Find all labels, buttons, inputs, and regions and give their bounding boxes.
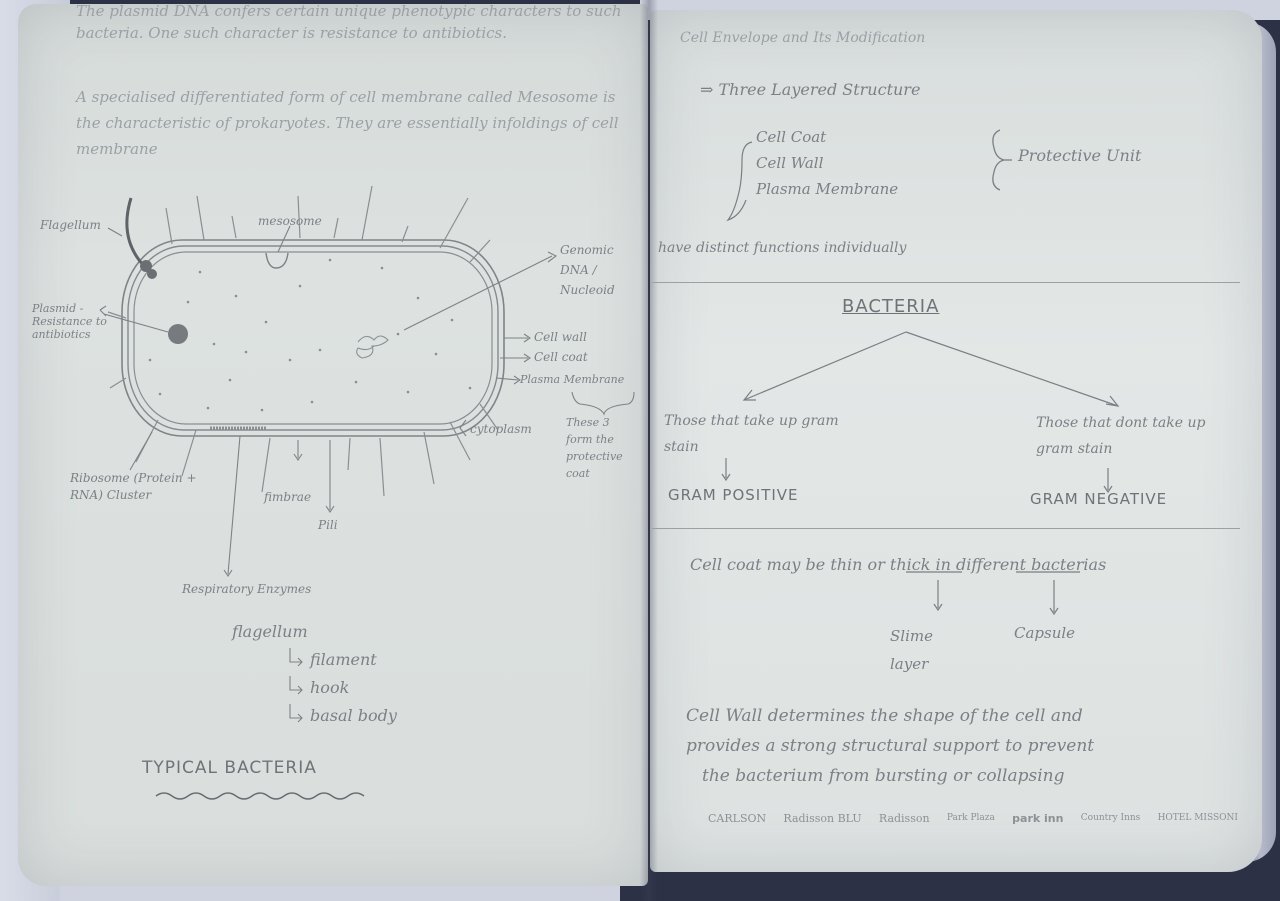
flagellum-part-filament: filament (310, 650, 377, 669)
pili-bottom (107, 311, 499, 497)
pili-top (165, 185, 491, 263)
divider-2 (652, 528, 1240, 529)
mesosome-shape (265, 252, 289, 269)
label-pili: Pili (318, 518, 338, 532)
mesosome-intro-text: A specialised differentiated form of cel… (76, 88, 619, 158)
hotel-logos-footer: CARLSON Radisson BLU Radisson Park Plaza… (708, 800, 1238, 836)
label-plasma-membrane: Plasma Membrane (520, 373, 625, 386)
caption-typical-bacteria: TYPICAL BACTERIA (142, 758, 317, 778)
logo-country-inns: Country Inns (1080, 813, 1141, 823)
logo-carlson: CARLSON (708, 811, 767, 825)
ribosome-dots (148, 258, 472, 412)
notebook-left-page (18, 4, 648, 886)
branch-right-text: Those that dont take up gram stain (1036, 415, 1206, 457)
label-cell-coat: Cell coat (534, 350, 588, 364)
label-protective-note: These 3 form the protective coat (566, 416, 623, 480)
protective-unit-label: Protective Unit (1018, 146, 1142, 165)
label-ribosome: Ribosome (Protein + RNA) Cluster (70, 471, 197, 502)
wall-sentence-line-3: the bacterium from bursting or collapsin… (702, 766, 1065, 786)
basal-body-shape (140, 260, 152, 272)
gram-negative-label: GRAM NEGATIVE (1030, 490, 1168, 508)
layers-brace (726, 141, 753, 222)
flagellum-part-basal-body: basal body (310, 706, 397, 725)
flagellum-parts-title: flagellum (232, 622, 308, 641)
caption-underline (155, 792, 365, 800)
right-heading: Cell Envelope and Its Modification (680, 30, 926, 46)
plasmid-intro-text: The plasmid DNA confers certain unique p… (76, 2, 622, 42)
logo-hotel-missoni: HOTEL MISSONI (1157, 813, 1238, 823)
branch-left-text: Those that take up gram stain (664, 413, 839, 455)
label-respiratory-enzymes: Respiratory Enzymes (182, 582, 312, 596)
structure-title-text: Three Layered Structure (718, 80, 921, 99)
flagellum-part-hook: hook (310, 678, 350, 697)
wall-sentence-line-2: provides a strong structural support to … (686, 736, 1095, 756)
nucleoid-shape (356, 335, 389, 359)
protective-brace (992, 129, 1005, 191)
divider-1 (652, 282, 1240, 283)
capsule-label: Capsule (1014, 624, 1076, 642)
distinct-functions-note: have distinct functions individually (658, 240, 907, 256)
label-cell-wall: Cell wall (534, 330, 587, 344)
notebook-gutter (640, 0, 658, 901)
bacteria-title: BACTERIA (842, 296, 940, 317)
plasma-membrane-outline (133, 251, 493, 425)
label-cytoplasm: cytoplasm (470, 422, 532, 436)
label-genomic-dna: Genomic DNA / Nucleoid (560, 243, 615, 297)
logo-park-plaza: Park Plaza (946, 813, 995, 823)
label-flagellum: Flagellum (40, 218, 101, 232)
flagellum-part-arrows (289, 648, 303, 723)
wall-sentence-line-1: Cell Wall determines the shape of the ce… (686, 706, 1083, 726)
label-mesosome: mesosome (258, 214, 322, 228)
label-fimbrae: fimbrae (264, 490, 312, 504)
logo-radisson: Radisson (878, 811, 930, 825)
layer-plasma-membrane: Plasma Membrane (756, 180, 899, 198)
logo-park-inn: park inn (1012, 811, 1064, 825)
label-plasmid: Plasmid - Resistance to antibiotics (32, 302, 107, 341)
coat-sentence: Cell coat may be thin or thick in differ… (690, 555, 1107, 574)
slime-layer-label: Slime layer (890, 627, 933, 673)
notebook-right-page (650, 10, 1262, 872)
layer-cell-wall: Cell Wall (756, 154, 824, 172)
cell-wall-outline (127, 245, 499, 431)
gram-positive-label: GRAM POSITIVE (668, 486, 799, 504)
layer-cell-coat: Cell Coat (756, 128, 827, 146)
structure-title: ⇒ Three Layered Structure (700, 80, 921, 99)
plasmid-shape (168, 324, 188, 344)
logo-radisson-blu: Radisson BLU (783, 811, 862, 825)
